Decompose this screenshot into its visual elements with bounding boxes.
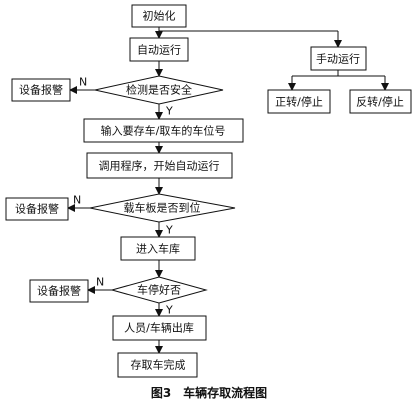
node-call-program-label: 调用程序，开始自动运行 — [99, 159, 220, 173]
node-check-parked — [110, 276, 208, 304]
figure-caption: 图3 车辆存取流程图 — [151, 385, 267, 400]
node-check-board — [89, 193, 236, 223]
node-alarm-2-label: 设备报警 — [15, 202, 59, 216]
node-alarm-2 — [5, 197, 69, 221]
edge-label-yes-1: Y — [165, 105, 173, 118]
node-reverse — [349, 89, 412, 114]
node-exit-garage-label: 人员/车辆出库 — [124, 321, 194, 335]
node-auto-label: 自动运行 — [137, 44, 181, 57]
node-alarm-1-label: 设备报警 — [19, 83, 63, 97]
edge-label-no-3: N — [96, 276, 104, 289]
node-input-slot-label: 输入要存车/取车的车位号 — [101, 124, 226, 138]
node-manual-label: 手动运行 — [316, 52, 360, 66]
edge-label-no-2: N — [73, 194, 81, 207]
node-shapes — [5, 4, 412, 378]
node-check-safe-label: 检测是否安全 — [126, 83, 192, 97]
node-exit-garage — [112, 315, 207, 341]
connectors — [67, 27, 389, 354]
node-reverse-label: 反转/停止 — [356, 95, 404, 109]
node-enter-garage — [120, 236, 196, 261]
node-init — [131, 4, 187, 28]
edge-label-yes-3: Y — [165, 304, 173, 317]
node-check-safe — [94, 75, 224, 105]
node-manual — [310, 46, 367, 71]
node-check-board-label: 载车板是否到位 — [124, 201, 201, 215]
node-init-label: 初始化 — [143, 9, 176, 23]
node-complete-label: 存取车完成 — [131, 358, 186, 372]
edge-label-no-1: N — [79, 76, 87, 89]
edge-label-yes-2: Y — [165, 224, 173, 237]
node-enter-garage-label: 进入车库 — [136, 242, 180, 256]
node-check-parked-label: 车停好否 — [137, 283, 181, 297]
node-alarm-3 — [29, 279, 89, 303]
node-input-slot — [83, 118, 244, 143]
node-complete — [117, 352, 198, 378]
node-auto — [129, 37, 189, 62]
node-labels: 初始化 自动运行 手动运行 正转/停止 反转/停止 检测是否安全 设备报警 输入… — [15, 9, 404, 372]
edge-labels: N Y N Y N Y — [73, 76, 173, 317]
node-forward — [267, 89, 331, 114]
node-alarm-3-label: 设备报警 — [37, 284, 81, 298]
node-forward-label: 正转/停止 — [275, 95, 323, 109]
node-call-program — [86, 152, 233, 179]
node-alarm-1 — [11, 78, 71, 102]
